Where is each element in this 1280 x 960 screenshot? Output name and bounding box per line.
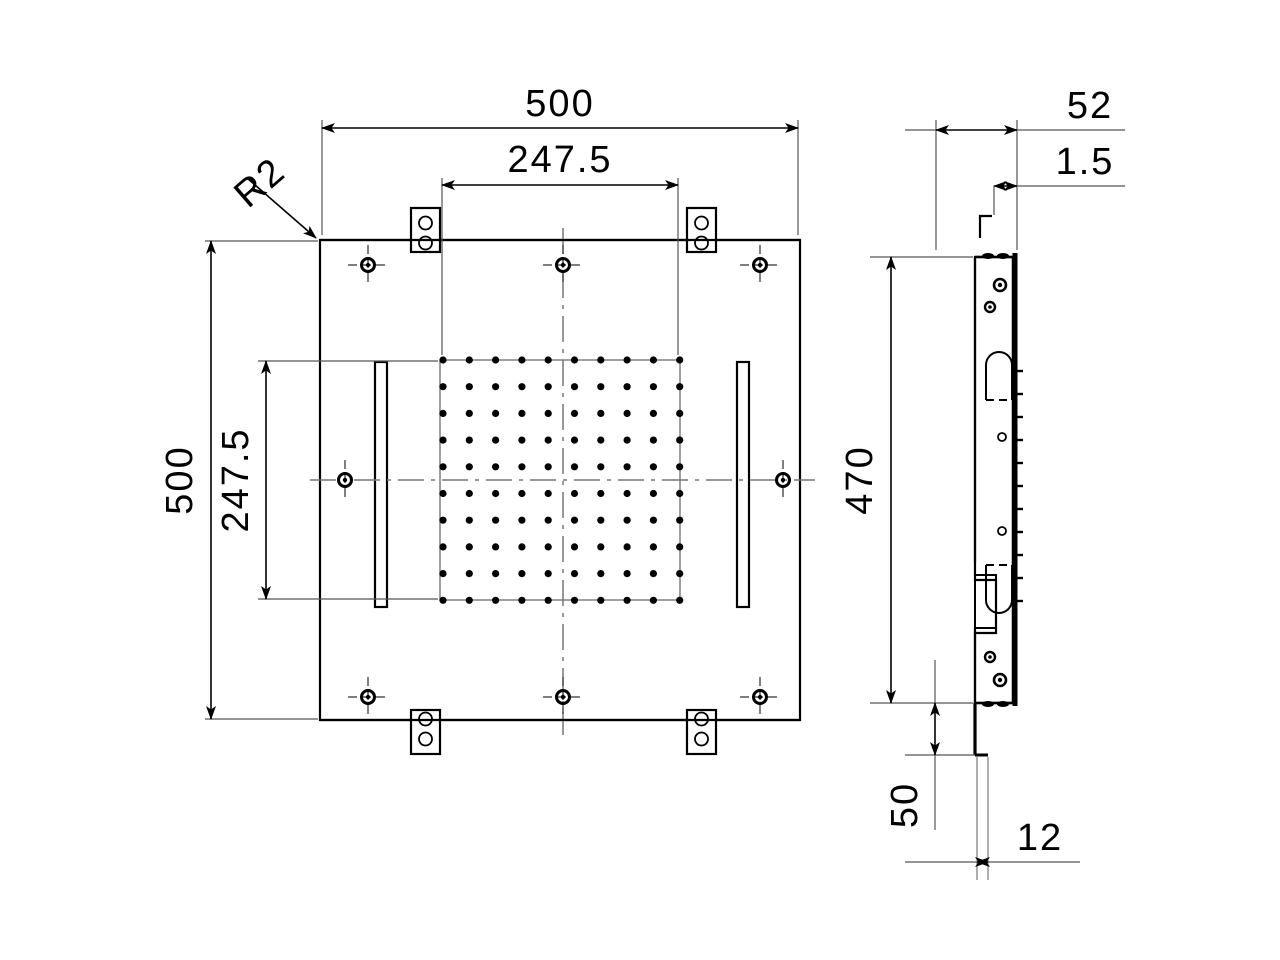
side-view	[973, 214, 1023, 880]
screw-top-center	[543, 245, 583, 285]
bracket-bottom-right	[685, 708, 718, 756]
spray-nozzle-dot-grid	[439, 356, 684, 604]
bracket-top-right	[685, 206, 718, 254]
bracket-bottom-left	[409, 708, 442, 756]
side-view-dimensions: 52 1.5 470 50 12	[839, 85, 1125, 867]
slot-lower	[985, 564, 1013, 614]
front-view	[310, 206, 815, 756]
rail-left	[373, 360, 389, 609]
rail-right	[735, 360, 751, 609]
dim-label-spray-height: 247.5	[215, 427, 257, 532]
bracket-hole-icon	[694, 235, 709, 251]
screw-bottom-left	[348, 677, 388, 717]
screw-mid-right	[775, 460, 791, 500]
side-screw-2	[983, 300, 997, 314]
screw-top-left	[348, 245, 388, 285]
bracket-hole-icon	[418, 215, 433, 231]
side-screw-3	[983, 650, 997, 664]
side-hole-lower	[997, 526, 1007, 536]
dim-label-spray-width: 247.5	[507, 139, 612, 181]
bracket-top-left	[409, 206, 442, 254]
dim-label-50: 50	[884, 782, 926, 828]
leader-line-r2	[246, 177, 317, 239]
bracket-hole-icon	[694, 215, 709, 231]
side-body-outline	[973, 255, 1015, 705]
side-edge-bumps	[982, 253, 1009, 707]
bracket-hole-icon	[418, 235, 433, 251]
side-nozzle-ticks	[1016, 369, 1023, 603]
slot-upper	[985, 351, 1013, 401]
screw-top-right	[740, 245, 780, 285]
dim-label-12: 12	[1017, 817, 1063, 859]
side-screw-1	[992, 277, 1008, 293]
dim-label-width-500: 500	[525, 83, 594, 125]
screw-bottom-right	[740, 677, 780, 717]
side-recess-profile	[974, 560, 997, 629]
dim-label-height-500: 500	[159, 445, 201, 514]
screw-mid-left	[337, 460, 353, 500]
side-top-flange	[978, 214, 992, 238]
dim-label-470: 470	[839, 445, 881, 514]
bracket-hole-icon	[694, 731, 709, 747]
bracket-hole-icon	[418, 731, 433, 747]
dim-label-15: 1.5	[1056, 141, 1115, 183]
side-screw-4	[992, 672, 1008, 688]
side-hole-upper	[997, 432, 1007, 442]
dim-label-52: 52	[1067, 85, 1113, 127]
screw-bottom-center	[543, 677, 583, 717]
